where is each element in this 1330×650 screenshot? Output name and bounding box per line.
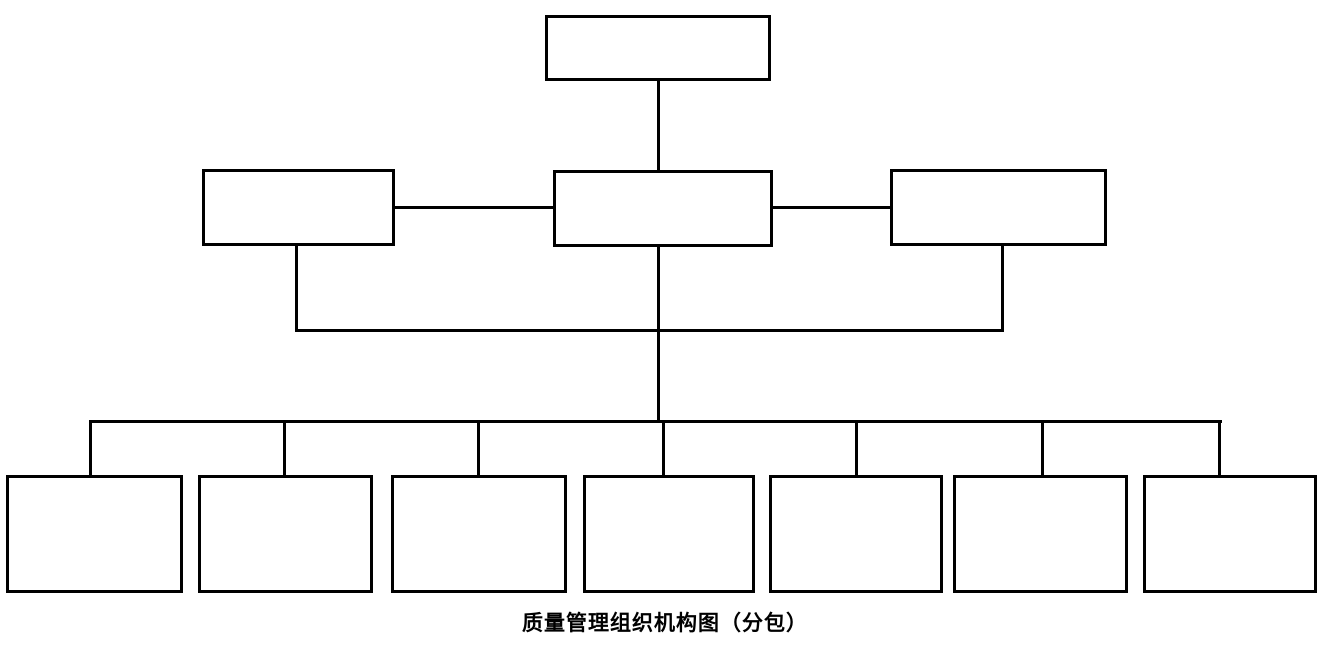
connector-right-drop: [1001, 246, 1004, 332]
connector-drop-2: [283, 420, 286, 477]
org-box-middle-right: [890, 169, 1107, 246]
connector-drop-3: [477, 420, 480, 477]
connector-drop-7: [1218, 420, 1221, 477]
org-box-bottom-6: [953, 475, 1128, 593]
connector-drop-4: [662, 420, 665, 477]
connector-drop-1: [89, 420, 92, 477]
connector-distribution-bar: [89, 420, 1222, 423]
connector-left-to-center: [395, 206, 553, 209]
org-box-top: [545, 15, 771, 81]
org-box-middle-center: [553, 170, 773, 247]
org-box-bottom-4: [583, 475, 755, 593]
org-box-bottom-1: [6, 475, 183, 593]
connector-top-to-center: [657, 81, 660, 170]
org-box-bottom-5: [769, 475, 943, 593]
connector-center-to-right: [770, 206, 890, 209]
diagram-caption: 质量管理组织机构图（分包）: [522, 611, 808, 635]
connector-drop-6: [1041, 420, 1044, 477]
org-box-bottom-2: [198, 475, 373, 593]
org-box-bottom-7: [1143, 475, 1317, 593]
connector-left-drop: [295, 246, 298, 332]
connector-drop-5: [855, 420, 858, 477]
connector-center-spine: [657, 247, 660, 423]
org-box-middle-left: [202, 169, 395, 246]
connector-left-right-cross: [295, 329, 1004, 332]
org-box-bottom-3: [391, 475, 567, 593]
